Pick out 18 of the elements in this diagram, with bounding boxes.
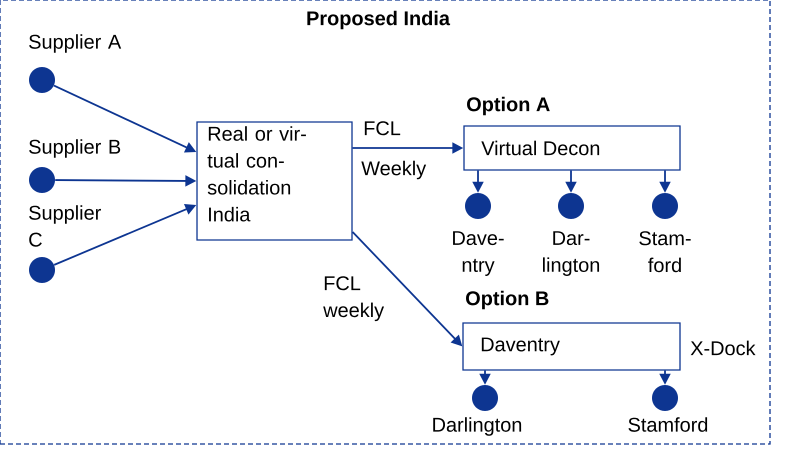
edge-label: FCL weekly <box>322 275 388 322</box>
location-label: Stamford <box>628 417 708 432</box>
location-label: Supplier A <box>29 34 122 53</box>
option-heading: Option A <box>467 96 550 116</box>
option-heading: Option B <box>466 290 548 310</box>
location-label: Dave- ntry <box>453 231 504 276</box>
location-label: Dar- lington <box>543 231 600 276</box>
process-box: Real or vir- tual con- solidation India <box>196 121 353 241</box>
location-label: Supplier C <box>29 205 101 247</box>
location-label: Stam- ford <box>639 231 691 272</box>
frame-title: Proposed India <box>307 10 450 30</box>
location-label: Supplier B <box>29 139 120 158</box>
frequency-label: Weekly <box>360 160 428 180</box>
location-label: Darlington <box>433 417 522 436</box>
edge-label: FCL <box>362 120 402 136</box>
hub-box: Daventry <box>462 322 681 371</box>
hub-box: Virtual Decon <box>463 125 681 171</box>
side-note: X-Dock <box>690 340 756 356</box>
